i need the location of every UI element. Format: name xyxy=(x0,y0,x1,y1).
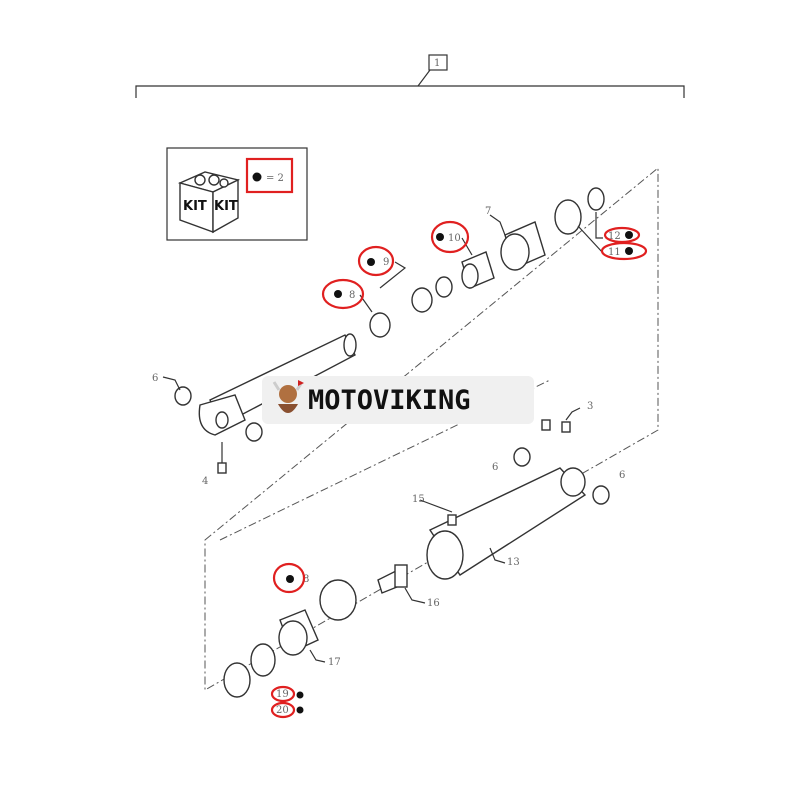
label-6: 6 xyxy=(152,373,158,384)
kit-highlights xyxy=(270,220,648,719)
kit-dot-icon xyxy=(252,172,262,182)
label-17: 17 xyxy=(328,657,341,668)
label-10: 10 xyxy=(448,233,461,244)
assembly-bracket: 1 xyxy=(135,54,685,98)
label-9: 9 xyxy=(383,257,389,268)
leader-lines xyxy=(162,212,604,663)
kit-text-left: KIT xyxy=(183,199,207,214)
kit-text-right: KIT xyxy=(214,199,238,214)
label-11: 11 xyxy=(608,247,621,258)
label-6c: 6 xyxy=(619,470,625,481)
label-1: 1 xyxy=(434,58,440,69)
watermark-banner: MOTOVIKING xyxy=(262,376,534,424)
label-12: 12 xyxy=(608,231,621,242)
label-15: 15 xyxy=(412,494,425,505)
rod-assembly xyxy=(174,187,605,474)
viking-mascot-icon xyxy=(272,380,304,413)
label-4: 4 xyxy=(202,476,208,487)
label-13: 13 xyxy=(507,557,520,568)
barrel-assembly xyxy=(223,419,610,698)
label-6b: 6 xyxy=(492,462,498,473)
label-8b: 8 xyxy=(303,574,309,585)
watermark-text: MOTOVIKING xyxy=(308,384,471,416)
label-19: 19 xyxy=(276,689,289,700)
label-3: 3 xyxy=(587,401,593,412)
label-20: 20 xyxy=(276,705,289,716)
part-labels: 7 8 9 10 12 11 6 4 3 6 6 15 13 8 16 17 1… xyxy=(152,206,625,716)
label-8: 8 xyxy=(349,290,355,301)
kit-legend: KIT KIT = 2 xyxy=(166,147,308,241)
label-16: 16 xyxy=(427,598,440,609)
label-7: 7 xyxy=(485,206,491,217)
kit-equals-label: = 2 xyxy=(266,173,284,184)
